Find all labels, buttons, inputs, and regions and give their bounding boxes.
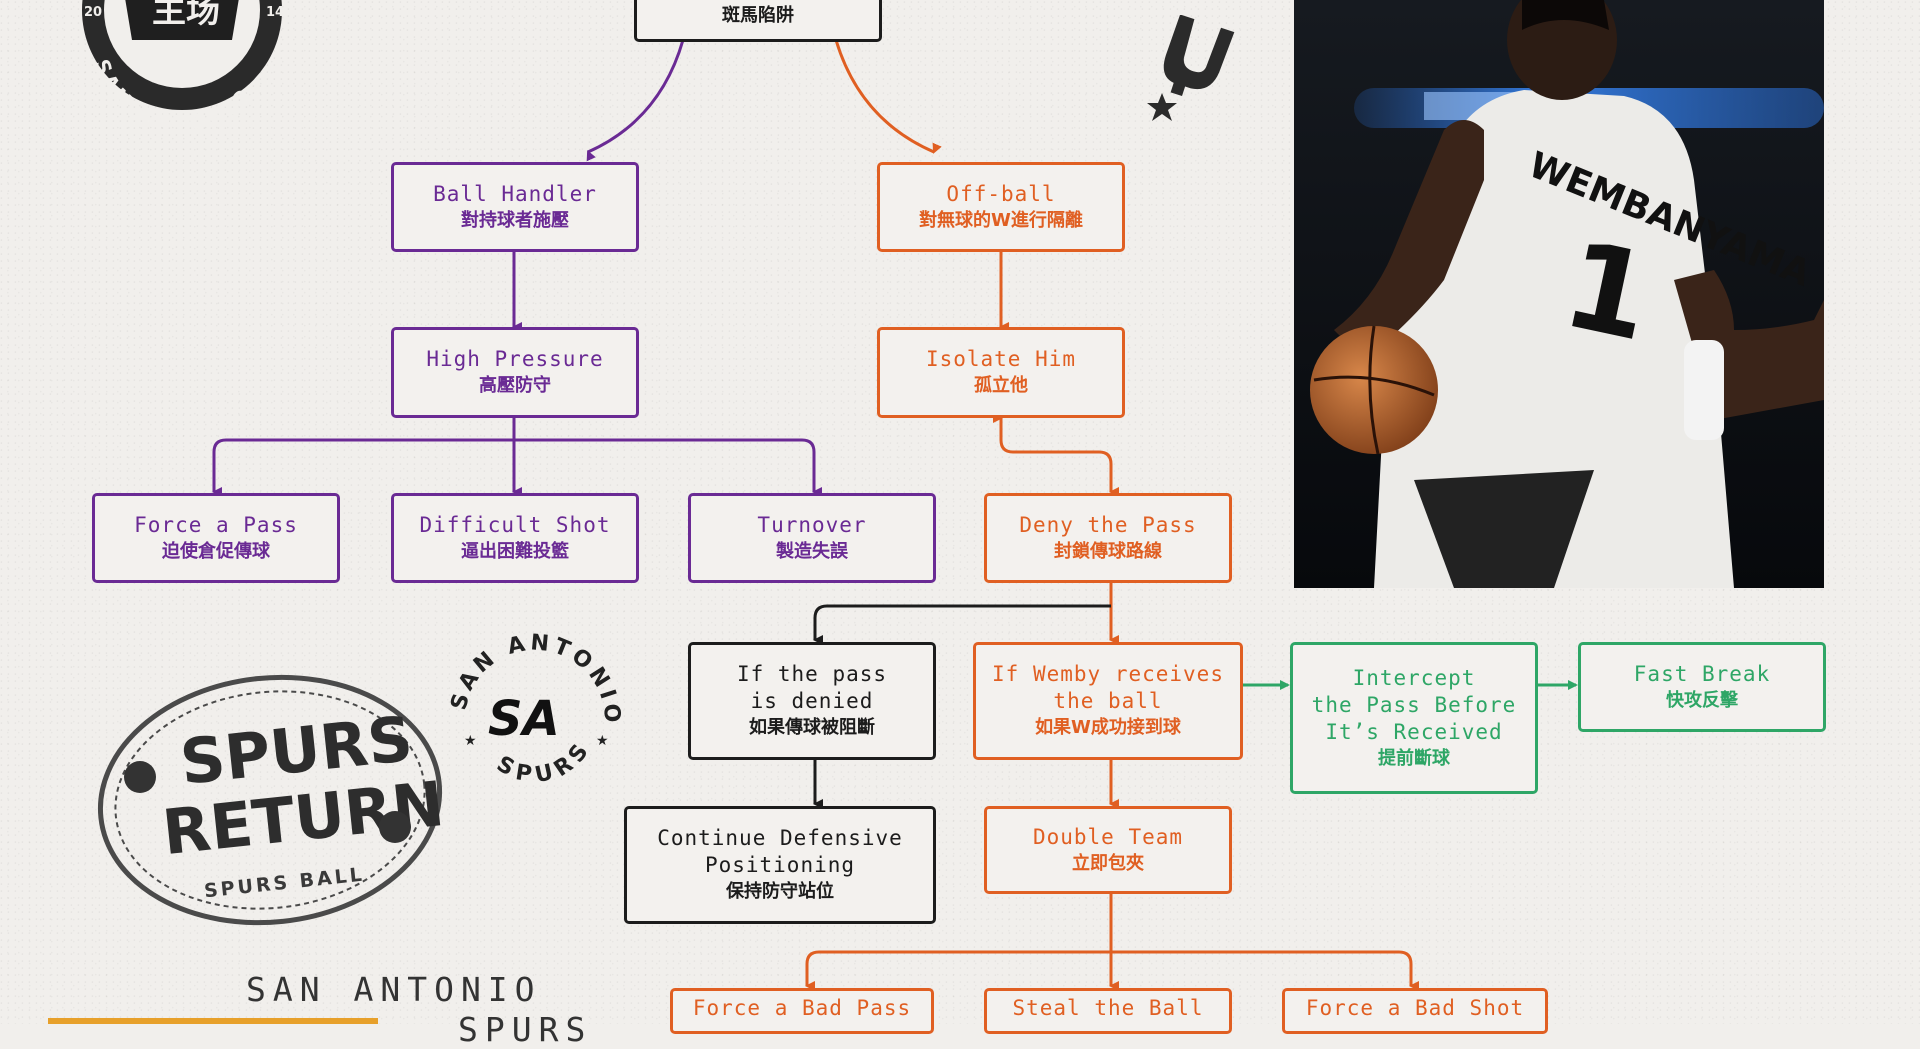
node-fast-break: Fast Break 快攻反擊 — [1578, 642, 1826, 732]
san-antonio-badge-logo: 主场 20 14 ★ ★ SAN ANTONIO — [82, 0, 284, 135]
node-en: Isolate Him — [925, 347, 1077, 371]
svg-text:★: ★ — [464, 733, 477, 749]
node-en: Double Team — [1032, 824, 1184, 849]
node-zh: 逼出困難投籃 — [461, 540, 569, 562]
node-turnover: Turnover 製造失誤 — [688, 493, 936, 583]
node-en: Continue Defensive Positioning — [657, 826, 903, 877]
node-en: Difficult Shot — [419, 512, 611, 537]
node-zh: 迫使倉促傳球 — [162, 540, 270, 562]
node-ball-handler: Ball Handler 對持球者施壓 — [391, 162, 639, 252]
node-intercept: Intercept the Pass Before It’s Received … — [1290, 642, 1538, 794]
node-zh: 對持球者施壓 — [461, 209, 569, 231]
node-zh: 斑馬陷阱 — [722, 5, 794, 26]
node-pass-denied: If the pass is denied 如果傳球被阻斷 — [688, 642, 936, 760]
node-zh: 如果傳球被阻斷 — [749, 717, 875, 738]
node-en: Ball Handler — [433, 181, 597, 206]
node-zh: 製造失誤 — [776, 540, 848, 562]
svg-text:SPURS BALL: SPURS BALL — [203, 864, 366, 903]
svg-text:20: 20 — [84, 5, 102, 20]
node-en: Deny the Pass — [1019, 512, 1197, 537]
node-zh: 對無球的W進行隔離 — [919, 209, 1083, 231]
node-deny-the-pass: Deny the Pass 封鎖傳球路線 — [984, 493, 1232, 583]
spurs-return-stamp: SPURS RETURN SPURS BALL — [97, 674, 447, 926]
svg-text:★: ★ — [596, 733, 609, 749]
node-off-ball: Off-ball 對無球的W進行隔離 — [877, 162, 1125, 252]
footer-line-1: SAN ANTONIO — [246, 970, 542, 1009]
node-zh: 提前斷球 — [1378, 747, 1450, 769]
node-zh: 保持防守站位 — [726, 881, 834, 902]
node-zh: 封鎖傳球路線 — [1054, 540, 1162, 562]
node-high-pressure: High Pressure 高壓防守 — [391, 327, 639, 418]
node-zh: 快攻反擊 — [1666, 689, 1738, 711]
node-en: Force a Bad Shot — [1305, 996, 1525, 1020]
node-en: Fast Break — [1633, 661, 1771, 686]
node-en: Force a Bad Pass — [692, 996, 912, 1020]
node-zh: 如果W成功接到球 — [1035, 717, 1181, 738]
svg-text:主场: 主场 — [152, 0, 220, 31]
spur-icon — [1147, 15, 1235, 121]
footer-line-2: SPURS — [458, 1010, 593, 1049]
node-en: Intercept the Pass Before It’s Received — [1311, 665, 1517, 744]
player-photo: WEMBANYAMA 1 — [1294, 0, 1824, 588]
footer-accent-bar — [48, 1018, 378, 1024]
node-double-team: Double Team 立即包夾 — [984, 806, 1232, 894]
node-wemby-receives: If Wemby receives the ball 如果W成功接到球 — [973, 642, 1243, 760]
node-continue-defensive: Continue Defensive Positioning 保持防守站位 — [624, 806, 936, 924]
node-force-bad-shot: Force a Bad Shot — [1282, 988, 1548, 1034]
node-en: Off-ball — [946, 181, 1056, 206]
sa-circle-logo: SAN ANTONIO SPURS SA ★ ★ — [447, 630, 621, 788]
node-zh: 立即包夾 — [1072, 852, 1144, 874]
node-en: If Wemby receives the ball — [992, 662, 1224, 713]
node-force-a-pass: Force a Pass 迫使倉促傳球 — [92, 493, 340, 583]
node-force-bad-pass: Force a Bad Pass — [670, 988, 934, 1034]
svg-text:14: 14 — [266, 5, 284, 20]
node-zebra-trap: 斑馬陷阱 — [634, 0, 882, 42]
node-steal-the-ball: Steal the Ball — [984, 988, 1232, 1034]
node-zh: 孤立他 — [974, 375, 1028, 396]
node-isolate-him: Isolate Him 孤立他 — [877, 327, 1125, 418]
node-en: Turnover — [757, 512, 867, 537]
node-en: High Pressure — [426, 347, 604, 371]
node-en: Steal the Ball — [1012, 996, 1204, 1020]
flow-connectors — [212, 39, 1578, 991]
svg-text:SA: SA — [488, 691, 560, 747]
node-zh: 高壓防守 — [479, 375, 551, 396]
node-difficult-shot: Difficult Shot 逼出困難投籃 — [391, 493, 639, 583]
node-en: If the pass is denied — [736, 662, 888, 713]
node-en: Force a Pass — [134, 512, 298, 537]
